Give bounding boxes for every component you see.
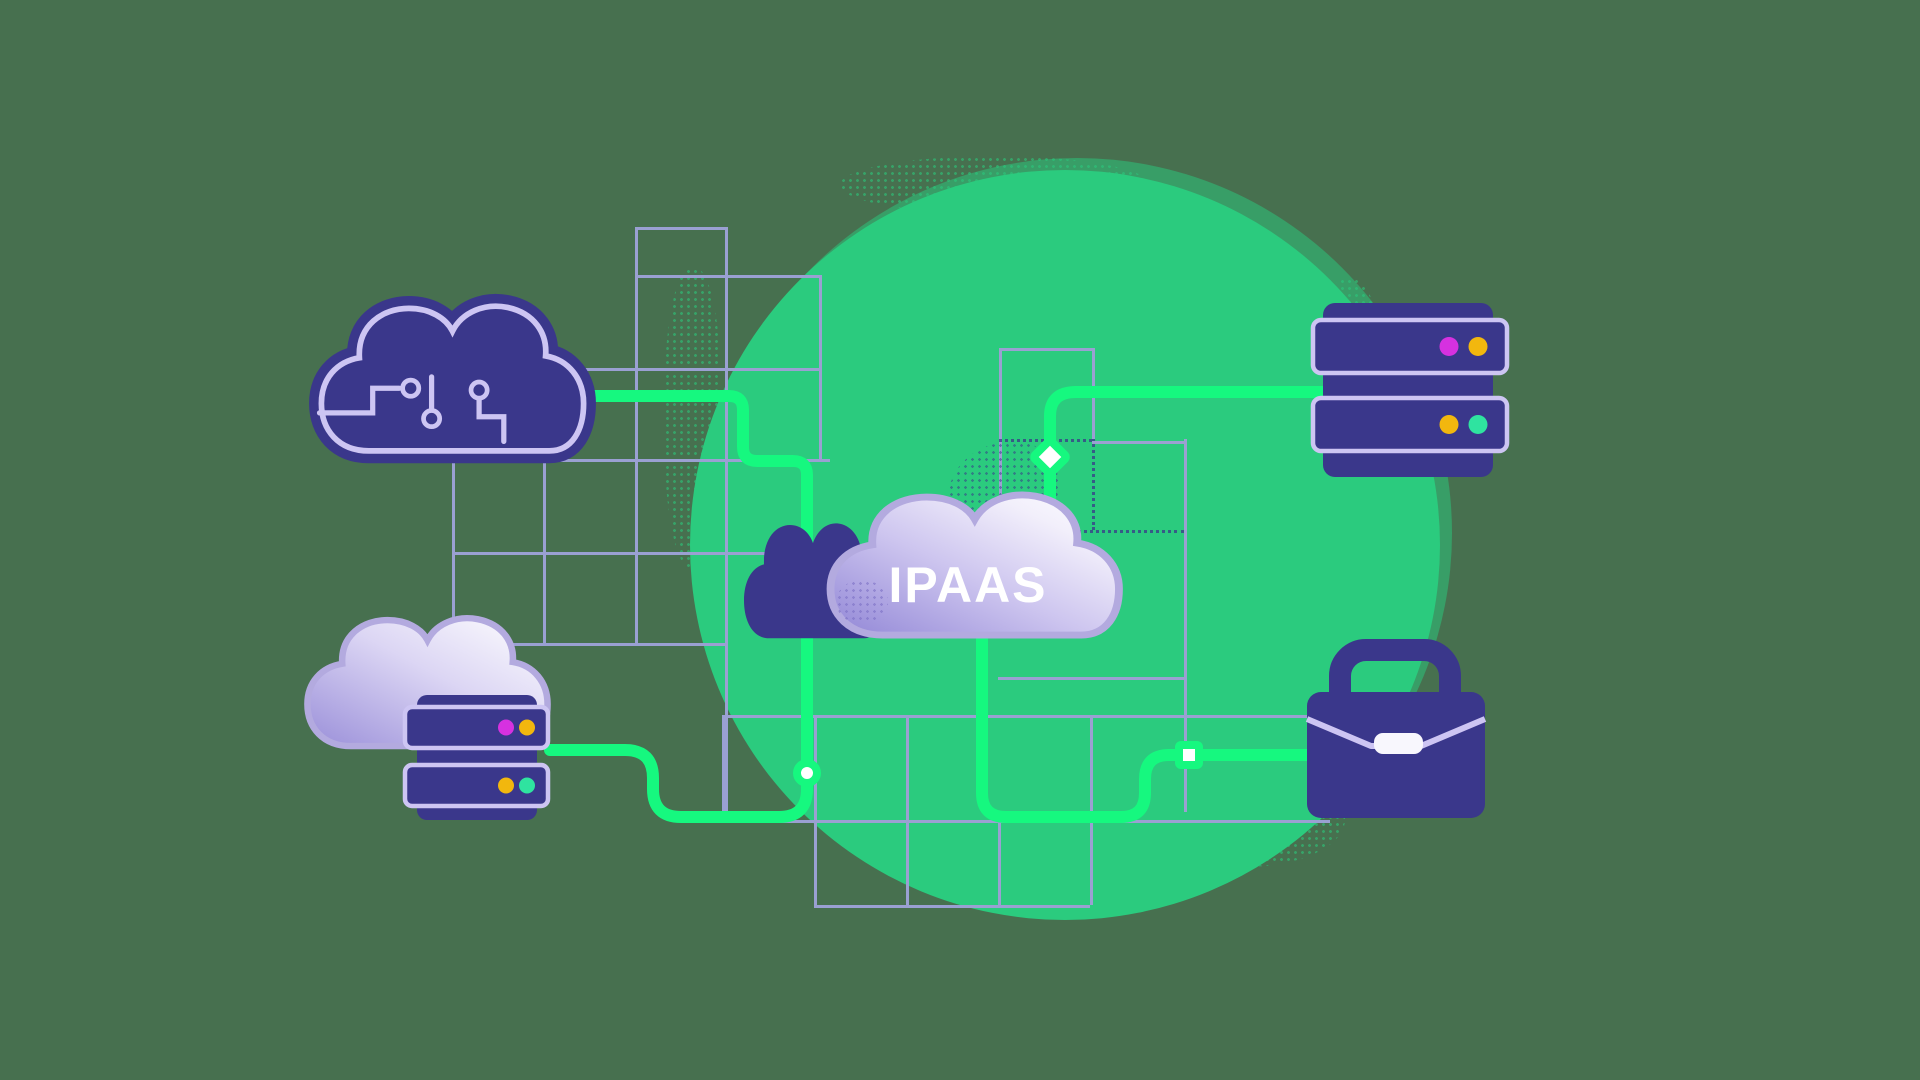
grid-line <box>819 275 822 459</box>
server-unit <box>402 704 551 751</box>
grid-line <box>635 227 725 230</box>
server-unit <box>1310 395 1510 454</box>
ipaas-cloud: IPAAS <box>744 495 1119 638</box>
server-rack-icon <box>1310 303 1510 477</box>
halftone-patch <box>664 268 722 568</box>
circuit-cloud-icon <box>320 306 584 451</box>
cloud-server-icon <box>307 618 548 820</box>
ipaas-label: IPAAS <box>888 557 1047 613</box>
status-dot-yellow <box>519 719 535 736</box>
grid-line <box>998 677 1184 680</box>
grid-line <box>725 227 728 812</box>
grid-line <box>452 552 822 555</box>
grid-line <box>452 643 725 646</box>
briefcase-latch <box>1374 733 1423 754</box>
status-dot-magenta <box>498 719 514 736</box>
grid-line <box>814 905 1090 908</box>
grid-line <box>452 459 455 643</box>
connector-ipaas-to-briefcase <box>976 594 1318 823</box>
grid-line <box>543 459 546 643</box>
status-dot-yellow <box>1439 415 1459 434</box>
circuit-pad <box>421 408 443 430</box>
grid-line <box>998 812 1001 905</box>
connector-rack-to-ipaas <box>1044 386 1328 606</box>
grid-line <box>906 715 909 905</box>
halftone-cloud-patch <box>836 580 888 624</box>
status-dot-mint <box>1468 415 1488 434</box>
halftone-patch <box>840 156 1150 214</box>
grid-line <box>722 715 1345 718</box>
grid-line <box>452 459 830 462</box>
server-unit <box>402 762 551 809</box>
briefcase-body <box>1307 692 1485 818</box>
grid-line <box>722 715 725 812</box>
grid-line <box>1184 439 1187 812</box>
grid-line <box>1092 439 1098 530</box>
grid-line <box>635 275 819 278</box>
status-dot-mint <box>519 777 535 794</box>
square-node <box>1175 741 1203 769</box>
circuit-pad <box>468 379 490 401</box>
diamond-node <box>1030 437 1070 477</box>
circuit-pad <box>400 377 422 399</box>
grid-line <box>814 715 817 905</box>
grid-line <box>1090 715 1093 905</box>
briefcase-icon <box>1305 639 1487 818</box>
grid-line <box>999 530 1184 536</box>
grid-line <box>999 348 1092 351</box>
connector-nodes <box>793 437 1203 787</box>
grid-line <box>635 227 638 643</box>
circle-node <box>793 759 821 787</box>
circuit-traces <box>316 374 507 445</box>
grid-line <box>1092 441 1184 444</box>
grid-line <box>457 368 819 371</box>
server-unit <box>1310 317 1510 376</box>
status-dot-magenta <box>1439 337 1459 356</box>
status-dot-yellow <box>1468 337 1488 356</box>
status-dot-yellow <box>498 777 514 794</box>
